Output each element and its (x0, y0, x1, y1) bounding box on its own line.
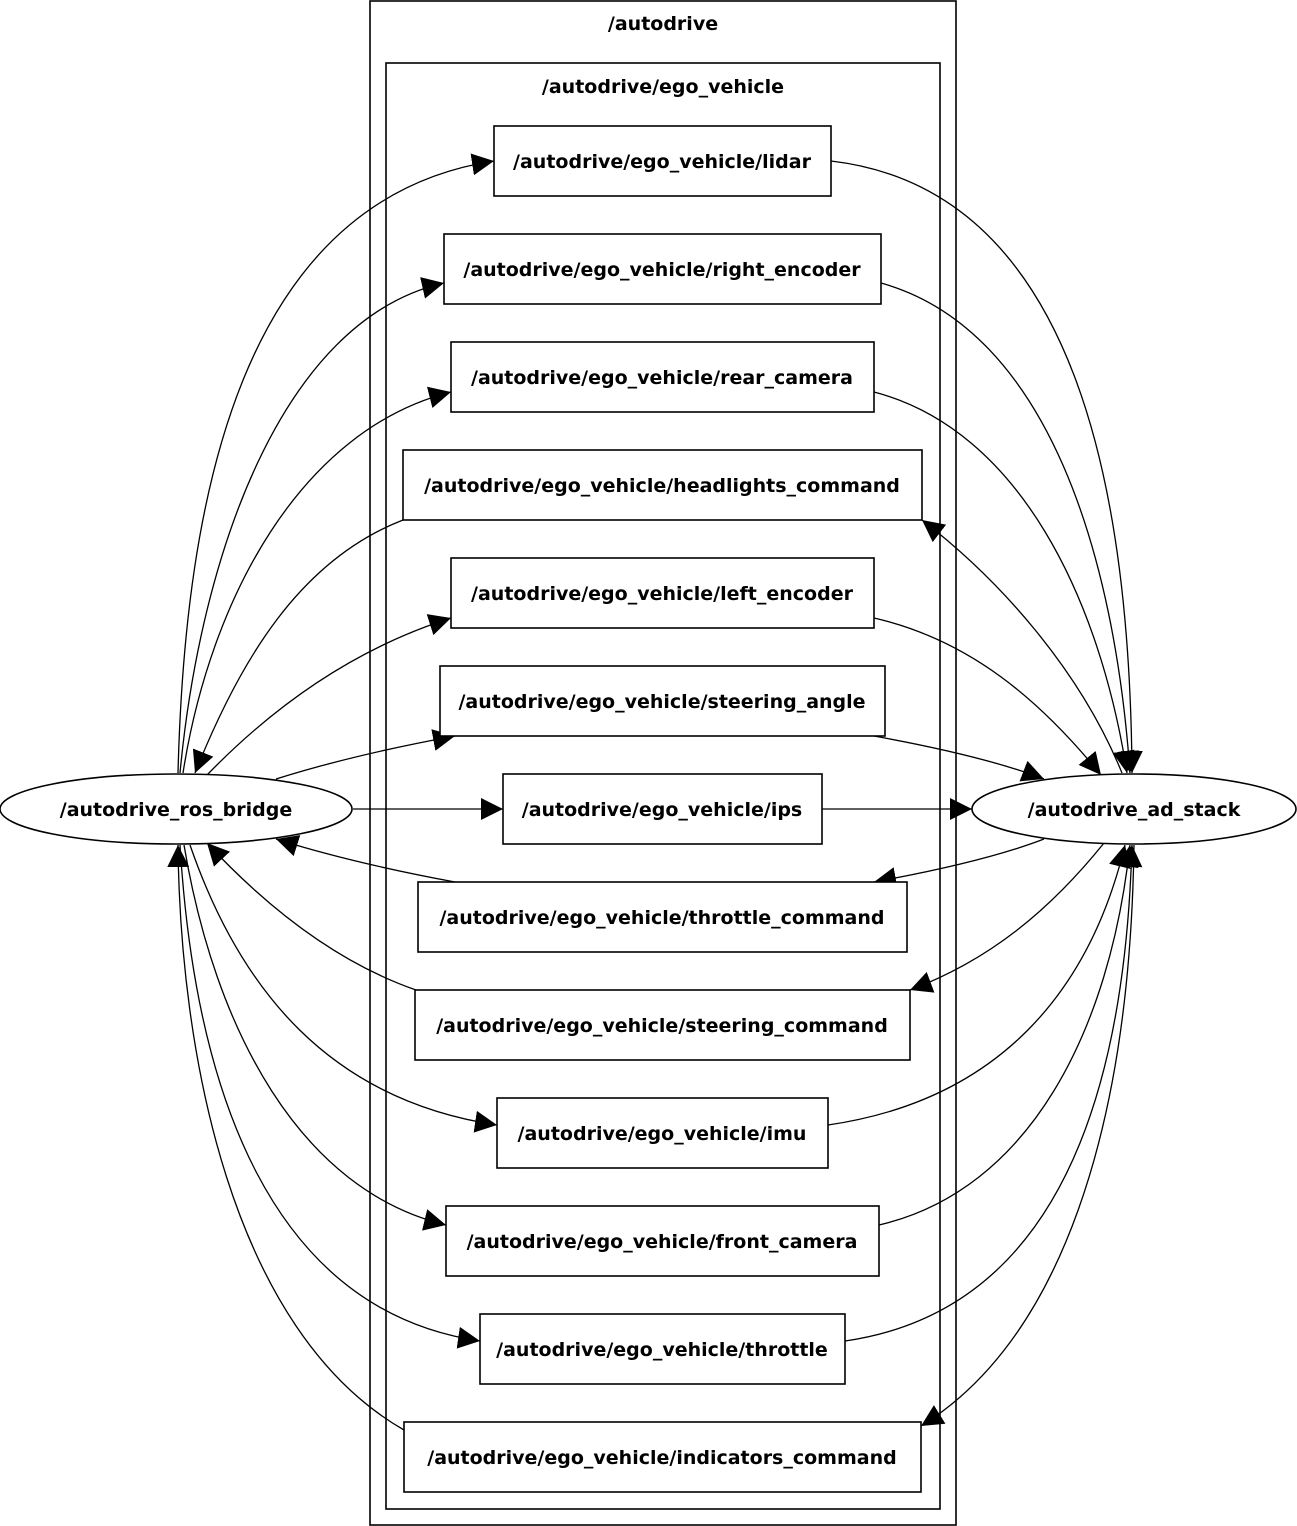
edge-ros-bridge-to-front-camera (183, 844, 447, 1231)
edge-indicators-command-to-ros-bridge (167, 844, 405, 1431)
topic-headlights-command-label: /autodrive/ego_vehicle/headlights_comman… (424, 475, 900, 497)
topic-throttle-command-label: /autodrive/ego_vehicle/throttle_command (439, 907, 884, 929)
cluster-autodrive: /autodrive (369, 0, 957, 1526)
cluster-autodrive-label: /autodrive (608, 13, 718, 35)
node-ros-bridge: /autodrive_ros_bridge (0, 773, 353, 845)
edge-lidar-to-ad-stack (830, 160, 1143, 774)
topic-imu: /autodrive/ego_vehicle/imu (496, 1097, 829, 1169)
edge-ros-bridge-to-lidar (177, 153, 495, 774)
topic-ips-label: /autodrive/ego_vehicle/ips (522, 799, 803, 821)
edge-ad-stack-to-steering-command (909, 842, 1105, 993)
topic-steering-command-label: /autodrive/ego_vehicle/steering_command (436, 1015, 888, 1037)
topic-front-camera-label: /autodrive/ego_vehicle/front_camera (467, 1231, 858, 1253)
topic-right-encoder: /autodrive/ego_vehicle/right_encoder (443, 233, 882, 305)
topic-throttle: /autodrive/ego_vehicle/throttle (479, 1313, 846, 1385)
edge-rear-camera-to-ad-stack (873, 391, 1135, 774)
edge-steering-command-to-ros-bridge (206, 842, 417, 991)
topic-imu-label: /autodrive/ego_vehicle/imu (518, 1123, 807, 1145)
topic-headlights-command: /autodrive/ego_vehicle/headlights_comman… (402, 449, 923, 521)
cluster-ego-vehicle-label: /autodrive/ego_vehicle (542, 76, 784, 98)
edges (167, 153, 1143, 1431)
topic-ips: /autodrive/ego_vehicle/ips (502, 773, 823, 845)
edge-ros-bridge-to-steering-angle (275, 729, 456, 780)
topic-rear-camera-label: /autodrive/ego_vehicle/rear_camera (471, 367, 853, 389)
topic-rear-camera: /autodrive/ego_vehicle/rear_camera (450, 341, 875, 413)
topic-left-encoder-label: /autodrive/ego_vehicle/left_encoder (471, 583, 854, 605)
topic-lidar-label: /autodrive/ego_vehicle/lidar (513, 151, 812, 173)
topic-throttle-command: /autodrive/ego_vehicle/throttle_command (417, 881, 908, 953)
topic-throttle-label: /autodrive/ego_vehicle/throttle (496, 1339, 828, 1361)
node-ad-stack-label: /autodrive_ad_stack (1028, 799, 1241, 821)
edge-left-encoder-to-ad-stack (873, 617, 1102, 776)
edge-ad-stack-to-throttle-command (873, 838, 1045, 889)
edge-headlights-command-to-ros-bridge (192, 519, 404, 774)
edge-imu-to-ad-stack (827, 844, 1131, 1126)
topic-steering-angle: /autodrive/ego_vehicle/steering_angle (439, 665, 886, 737)
edge-throttle-command-to-ros-bridge (275, 835, 456, 883)
topic-front-camera: /autodrive/ego_vehicle/front_camera (445, 1205, 880, 1277)
edge-steering-angle-to-ad-stack (873, 735, 1045, 782)
edge-front-camera-to-ad-stack (878, 844, 1139, 1226)
edge-ros-bridge-to-imu (189, 844, 498, 1133)
topic-steering-command: /autodrive/ego_vehicle/steering_command (414, 989, 911, 1061)
topic-left-encoder: /autodrive/ego_vehicle/left_encoder (450, 557, 875, 629)
node-ros-bridge-label: /autodrive_ros_bridge (60, 799, 292, 821)
topic-lidar: /autodrive/ego_vehicle/lidar (493, 125, 832, 197)
edge-ros-bridge-to-throttle (179, 844, 481, 1349)
edge-ad-stack-to-headlights-command (921, 519, 1123, 774)
edge-ros-bridge-to-right-encoder (179, 277, 445, 774)
edge-right-encoder-to-ad-stack (880, 282, 1140, 774)
edge-ros-bridge-to-rear-camera (182, 386, 452, 774)
topic-right-encoder-label: /autodrive/ego_vehicle/right_encoder (463, 259, 861, 281)
edge-ad-stack-to-indicators-command (920, 844, 1135, 1427)
topic-steering-angle-label: /autodrive/ego_vehicle/steering_angle (458, 691, 865, 713)
edge-ros-bridge-to-left-encoder (206, 614, 452, 776)
topic-indicators-command: /autodrive/ego_vehicle/indicators_comman… (403, 1421, 922, 1493)
edge-throttle-to-ad-stack (844, 844, 1143, 1342)
node-ad-stack: /autodrive_ad_stack (971, 773, 1297, 845)
topic-indicators-command-label: /autodrive/ego_vehicle/indicators_comman… (427, 1447, 896, 1469)
cluster-ego-vehicle: /autodrive/ego_vehicle (385, 62, 941, 1510)
